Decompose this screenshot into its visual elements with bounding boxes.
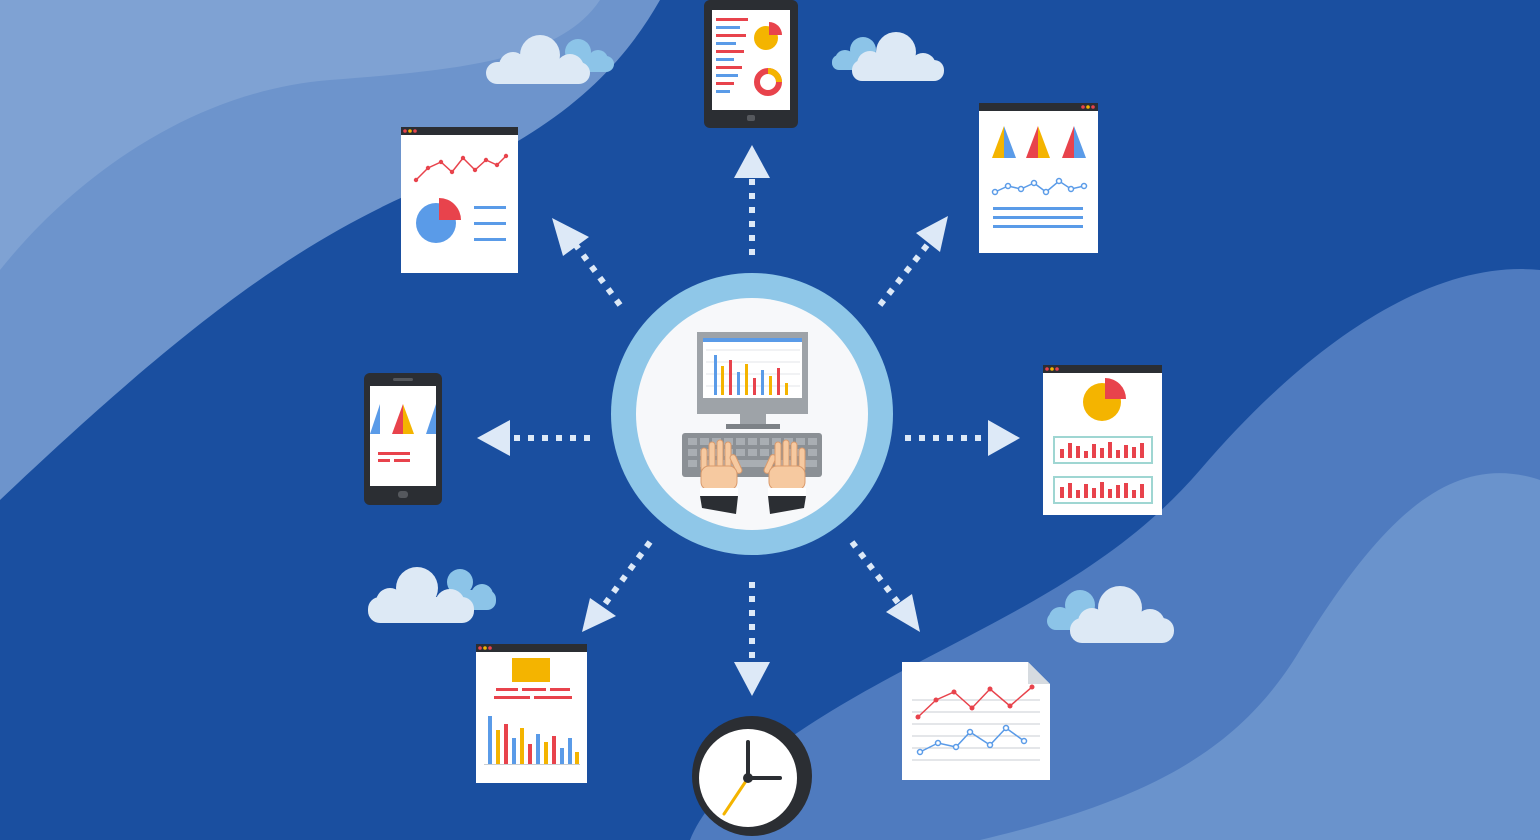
clock-icon [692,716,812,836]
wave-bottom-right-inner [980,473,1540,840]
arrow-right [905,420,1020,456]
report-pie-bars-icon [1043,365,1162,515]
arrow-left [477,420,590,456]
report-triangles-line-icon [979,103,1098,253]
arrow-up-right [877,216,948,307]
wave-top-left-inner [0,0,600,270]
report-line-pie-icon [401,127,518,273]
arrow-down-right [849,540,920,632]
cloud-bottom-left [368,567,496,623]
cloud-top-right [832,32,944,81]
phone-triangles-icon [364,373,442,505]
arrow-down [734,582,770,696]
document-line-chart-icon [902,662,1050,780]
computer-with-typing-hands-icon [611,273,893,555]
cloud-top-left [486,35,614,84]
arrow-down-left [582,540,653,632]
arrow-up [734,145,770,255]
arrow-up-left [552,218,623,307]
report-bar-chart-icon [476,644,587,783]
cloud-bottom-right [1047,586,1174,643]
tablet-report-icon [704,0,798,128]
